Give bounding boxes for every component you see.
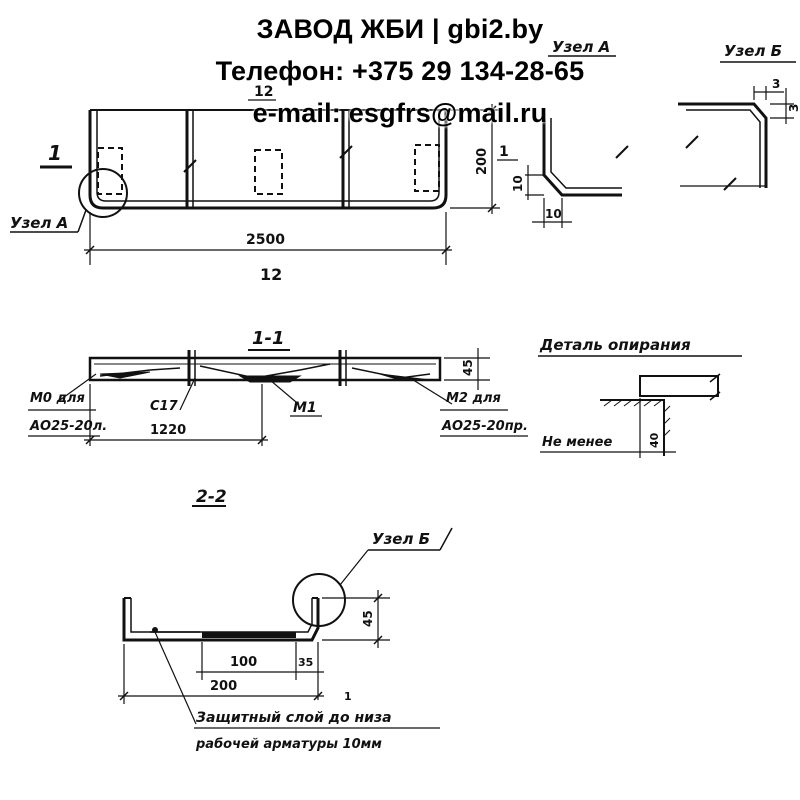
support-detail-dim: 40 [648,432,661,448]
node-a-detail: Узел А 1 10 10 [497,38,629,228]
node-a-dim-side: 1 [499,144,509,160]
section-1-m2-line2: АО25-20пр. [441,419,528,434]
plan-dim-top-partial: 12 [254,84,273,100]
section-2-note-line1: Защитный слой до низа [196,710,392,726]
plan-dim-height: 200 [475,148,490,175]
header-email: e-mail: esgfrs@mail.ru [252,98,548,128]
section-2-2: 2-2 Узел Б 45 100 35 200 [118,487,453,752]
node-b-title: Узел Б [724,42,782,60]
header-company: ЗАВОД ЖБИ | gbi2.by [256,14,544,44]
section-2-dim-35: 35 [298,656,313,669]
support-detail: Деталь опирания Не менее 40 [538,336,742,458]
plan-node-a-callout: Узел А [10,214,68,232]
section-1-m1: М1 [293,400,317,416]
node-b-dim-a: 3 [772,77,780,91]
node-b-detail: Узел Б 3 3 [678,42,800,191]
node-b-dim-b: 3 [787,104,800,112]
section-2-dim-200: 200 [210,679,237,694]
plan-dim-length: 2500 [246,232,285,248]
section-2-node-b-callout: Узел Б [372,530,430,548]
section-1-c17: С17 [150,399,179,414]
section-1-m0-line1: М0 для [30,391,85,406]
support-detail-title: Деталь опирания [539,336,691,354]
section-2-dim-100: 100 [230,655,257,670]
node-a-dim-horiz: 10 [545,207,562,221]
section-1-dim-height: 45 [461,359,475,376]
section-2-note-line2: рабочей арматуры 10мм [195,737,382,752]
site-header: ЗАВОД ЖБИ | gbi2.by Телефон: +375 29 134… [0,8,800,134]
plan-view: 1 Узел А 12 2500 12 200 [10,84,500,284]
support-detail-label: Не менее [542,435,612,450]
header-phone: Телефон: +375 29 134-28-65 [215,56,585,86]
section-1-m2-line1: М2 для [446,391,501,406]
node-a-title: Узел А [552,38,610,56]
section-2-dim-height: 45 [361,610,375,627]
plan-dim-count: 12 [260,265,282,284]
node-a-dim-vert: 10 [511,175,525,192]
section-2-dim-tick: 1 [344,690,352,703]
section-1-m0-line2: АО25-20л. [29,419,107,434]
plan-section-mark: 1 [48,141,62,165]
section-1-1: 1-1 45 М0 для АО25-20л. С17 М1 [28,328,528,446]
section-2-title: 2-2 [196,487,227,507]
section-1-dim-1220: 1220 [150,423,186,438]
section-1-title: 1-1 [252,328,285,349]
